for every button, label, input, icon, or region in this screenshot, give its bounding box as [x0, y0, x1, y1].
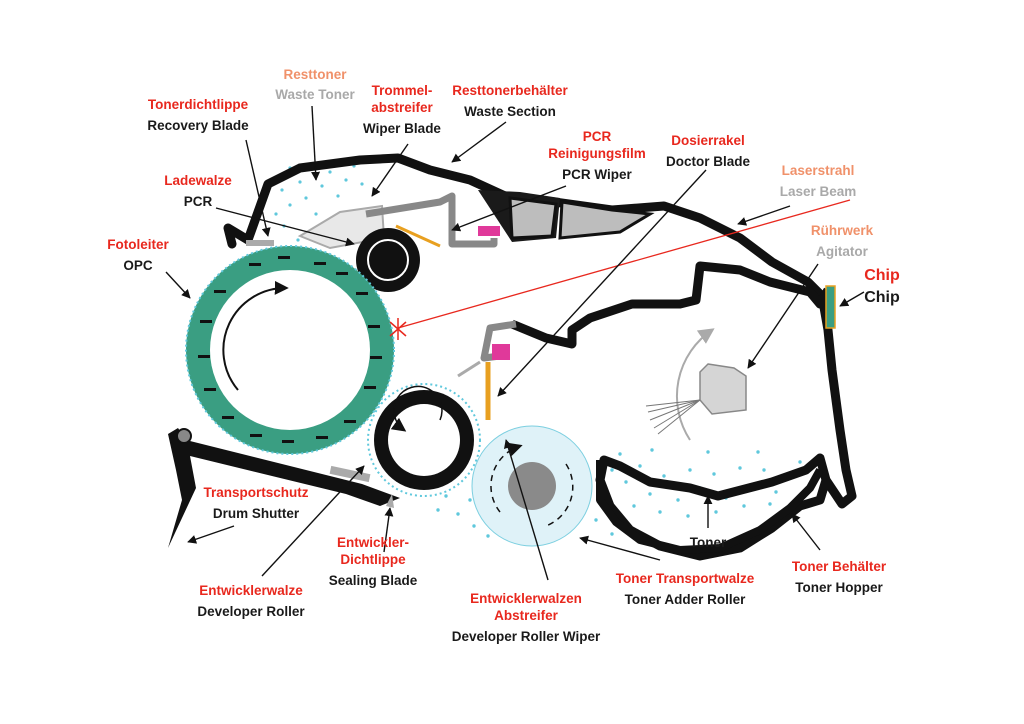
label-toner-hopper: Toner Behälter Toner Hopper [784, 558, 894, 596]
recovery-blade-en: Recovery Blade [147, 118, 249, 133]
label-drum-shutter: Transportschutz Drum Shutter [196, 484, 316, 522]
label-developer-roller: Entwicklerwalze Developer Roller [186, 582, 316, 620]
recovery-blade-de: Tonerdichtlippe [147, 97, 249, 112]
pcr-de: Ladewalze [164, 173, 232, 188]
toner-hopper-en: Toner Hopper [795, 580, 883, 595]
leader-lines [165, 105, 865, 581]
sealing-blade-plate [329, 465, 371, 483]
inner-wall [510, 261, 832, 349]
pcr-wiper-film [395, 224, 441, 248]
label-opc: Fotoleiter OPC [98, 236, 178, 274]
wiper-blade-en: Wiper Blade [363, 121, 441, 136]
wiper-blade-de-1: Trommel- [371, 83, 433, 98]
agitator-en: Agitator [816, 244, 868, 259]
chip-shape [825, 285, 836, 329]
opc-drum [185, 245, 395, 455]
developer-roller-en: Developer Roller [197, 604, 305, 619]
waste-section-de: Resttonerbehälter [452, 83, 568, 98]
doctor-blade-tip [457, 360, 481, 378]
developer-roller-de: Entwicklerwalze [199, 583, 303, 598]
wiper-blade-de-2: abstreifer [371, 100, 433, 115]
label-toner: Toner [680, 534, 736, 551]
laser-beam-de: Laserstrahl [781, 163, 855, 178]
chip-en: Chip [864, 289, 900, 306]
chip-de: Chip [864, 267, 900, 284]
sealing-blade-marker [386, 494, 394, 508]
doctor-blade-felt [492, 344, 510, 360]
label-laser-beam: Laserstrahl Laser Beam [772, 162, 864, 200]
toner-adder-roller [471, 425, 593, 547]
developer-roller-wiper-en: Developer Roller Wiper [451, 629, 601, 644]
label-toner-adder-roller: Toner Transportwalze Toner Adder Roller [610, 570, 760, 608]
drum-shutter-pivot [176, 428, 192, 444]
developer-roller-wiper-de-1: Entwicklerwalzen [470, 591, 582, 606]
developer-roller-wiper-de-2: Abstreifer [494, 608, 558, 623]
label-pcr-wiper: PCR Reinigungsfilm PCR Wiper [540, 128, 654, 183]
developer-roller [367, 383, 481, 497]
pcr-en: PCR [183, 194, 213, 209]
label-pcr: Ladewalze PCR [150, 172, 246, 210]
toner-adder-roller-de: Toner Transportwalze [615, 571, 755, 586]
pcr-wiper-felt [478, 226, 500, 236]
label-recovery-blade: Tonerdichtlippe Recovery Blade [130, 96, 266, 134]
pcr-wiper-de-2: Reinigungsfilm [548, 146, 646, 161]
label-wiper-blade: Trommel- abstreifer Wiper Blade [356, 82, 448, 137]
sealing-blade-de-2: Dichtlippe [340, 552, 406, 567]
label-waste-section: Resttonerbehälter Waste Section [440, 82, 580, 120]
sealing-blade-en: Sealing Blade [328, 573, 418, 588]
label-sealing-blade: Entwickler- Dichtlippe Sealing Blade [324, 534, 422, 589]
sealing-blade-de-1: Entwickler- [336, 535, 410, 550]
label-waste-toner: Resttoner Waste Toner [262, 66, 368, 103]
toner-adder-roller-en: Toner Adder Roller [624, 592, 746, 607]
label-doctor-blade: Dosierrakel Doctor Blade [660, 132, 756, 170]
label-developer-roller-wiper: Entwicklerwalzen Abstreifer Developer Ro… [446, 590, 606, 645]
pcr-wiper-en: PCR Wiper [562, 167, 632, 182]
toner-hopper-de: Toner Behälter [791, 559, 887, 574]
opc-en: OPC [123, 258, 153, 273]
waste-section-en: Waste Section [464, 104, 556, 119]
doctor-blade-en: Doctor Blade [665, 154, 750, 169]
drum-shutter [168, 428, 400, 548]
agitator-de: Rührwerk [810, 223, 874, 238]
hopper-floor [596, 460, 824, 554]
agitator [645, 328, 747, 441]
recovery-blade [246, 240, 274, 246]
doctor-blade-de: Dosierrakel [671, 133, 745, 148]
wiper-blade-shape [297, 204, 386, 250]
laser-beam-line [397, 199, 851, 329]
label-agitator: Rührwerk Agitator [804, 222, 880, 260]
waste-toner-en: Waste Toner [275, 87, 355, 102]
waste-section [478, 190, 655, 242]
toner-en: Toner [689, 535, 727, 550]
opc-de: Fotoleiter [107, 237, 169, 252]
laser-beam-en: Laser Beam [779, 184, 857, 199]
drum-shutter-en: Drum Shutter [212, 506, 300, 521]
waste-toner-de: Resttoner [283, 67, 347, 82]
wiper-bracket [365, 192, 498, 248]
pcr-roller [356, 228, 420, 292]
laser-spark-icon [389, 318, 407, 340]
label-chip: Chip Chip [856, 266, 908, 308]
pcr-wiper-de-1: PCR [582, 129, 612, 144]
drum-shutter-de: Transportschutz [203, 485, 309, 500]
